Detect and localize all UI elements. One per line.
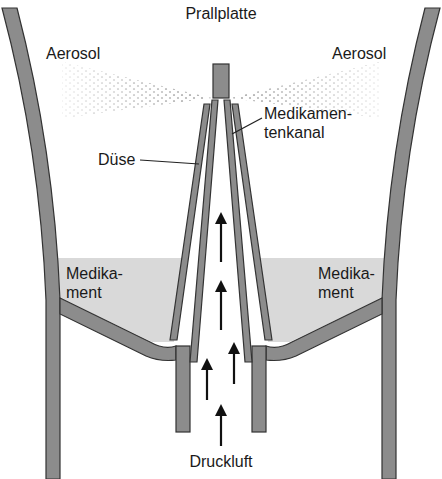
leader-line [140,160,199,164]
part-label: Aerosol [332,44,386,63]
part-label: Aerosol [46,44,100,63]
part-label: Druckluft [189,452,252,471]
leader-line [232,118,262,134]
part-label: Medika- ment [66,264,136,302]
part-label: Medikamen- tenkanal [264,104,368,142]
part-label: Medika- ment [318,264,388,302]
air-arrows [201,212,240,446]
aerosol-spray [62,62,212,118]
part-label: Düse [98,150,135,169]
impact-plate [213,64,229,98]
part-label: Prallplatte [185,4,256,23]
